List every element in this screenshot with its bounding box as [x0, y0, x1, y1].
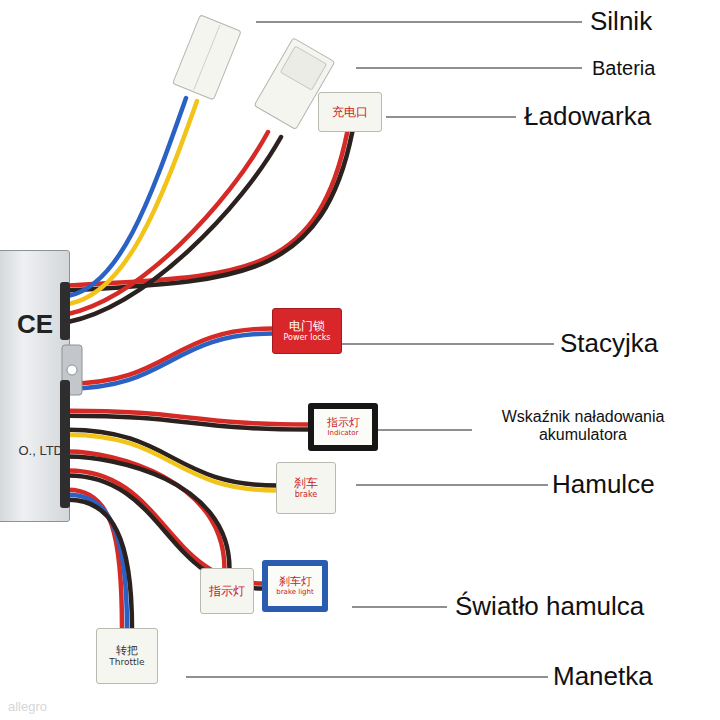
wire	[68, 471, 263, 584]
wire	[68, 490, 122, 629]
leader-line	[356, 484, 548, 485]
tag-text: 指示灯	[327, 417, 360, 429]
part-label: Wskaźnik naładowania akumulatora	[478, 408, 688, 443]
part-label: Stacyjka	[560, 329, 658, 358]
mounting-hole	[67, 365, 77, 375]
charger-connector: 充电口	[318, 92, 382, 132]
throttle-connector: 转把Throttle	[96, 628, 158, 684]
tag-subtext: brake	[295, 491, 318, 499]
wire-bundle	[68, 490, 132, 629]
controller-box: CE O., LTD	[0, 250, 70, 522]
wire-bundle	[68, 329, 273, 389]
tag-text: 指示灯	[209, 585, 245, 598]
connector-latch	[280, 46, 326, 90]
battery-wire	[68, 132, 268, 314]
tag-subtext: Power locks	[283, 334, 330, 342]
part-label: Silnik	[590, 7, 652, 36]
wire	[68, 495, 127, 629]
part-label: Hamulce	[552, 470, 655, 499]
part-label: Manetka	[553, 662, 653, 691]
wire	[68, 500, 132, 629]
leader-line	[352, 606, 447, 607]
leader-line	[186, 676, 548, 677]
tag-text: 充电口	[332, 106, 368, 119]
part-label: Bateria	[592, 57, 655, 79]
part-label: Ładowarka	[524, 102, 651, 131]
motor-wire	[68, 101, 197, 304]
wire	[68, 334, 273, 389]
brake-light-connector: 刹车灯brake light	[262, 560, 328, 612]
leader-line	[256, 21, 582, 22]
leader-line	[378, 429, 472, 430]
cable-grommet	[60, 282, 70, 340]
tag-subtext: O., LTD	[18, 443, 63, 458]
tag-subtext: Throttle	[109, 658, 144, 667]
leader-line	[356, 67, 582, 68]
battery-wire	[68, 137, 281, 322]
part-label: Światło hamulca	[455, 592, 644, 621]
tag-subtext: brake light	[276, 589, 313, 596]
brake-connector: 刹车brake	[276, 462, 336, 514]
indicator-connector: 指示灯Indicator	[308, 403, 378, 451]
wire	[68, 131, 348, 286]
tag-text: 电门锁	[289, 320, 325, 333]
tag-text: 刹车灯	[279, 576, 312, 588]
tag-text: 刹车	[294, 477, 318, 490]
leader-line	[342, 343, 554, 344]
tag-text: 转把	[116, 645, 138, 657]
watermark: allegro	[8, 700, 47, 714]
power-lock-connector: 电门锁Power locks	[272, 308, 342, 354]
connector-housing	[173, 15, 242, 100]
leader-line	[386, 116, 516, 117]
indicator-connector: 指示灯	[200, 568, 254, 614]
tag-text: CE	[17, 309, 53, 340]
connector-seam	[194, 25, 220, 90]
motor-connector	[173, 15, 242, 100]
wire	[68, 416, 309, 430]
tag-subtext: Indicator	[328, 430, 359, 437]
cable-grommet	[60, 380, 70, 508]
wire-bundle	[68, 411, 309, 430]
